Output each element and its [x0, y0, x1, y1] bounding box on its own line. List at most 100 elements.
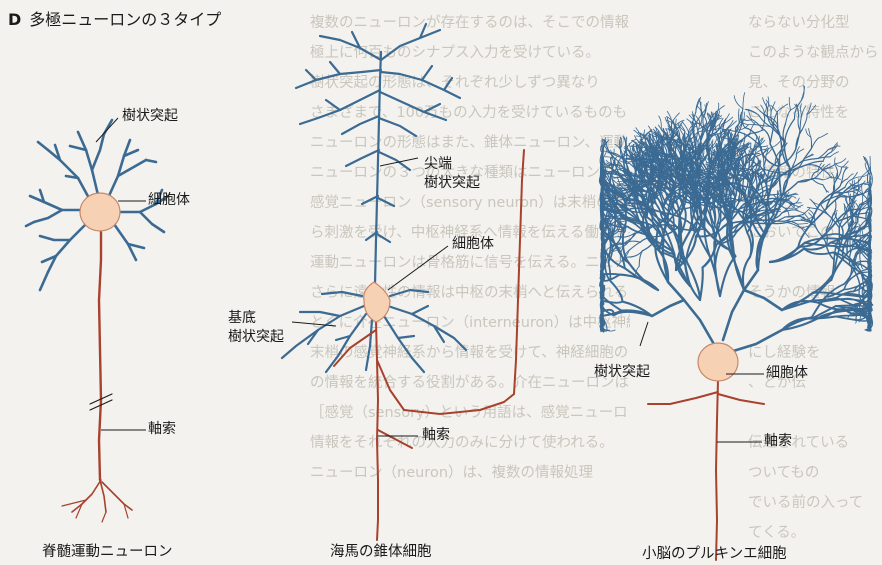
purkinje-dendrite-branch	[709, 151, 715, 163]
purkinje-dendrite-branch	[782, 142, 788, 154]
purkinje-dendrite-branch	[662, 144, 667, 158]
purkinje-dendrite-branch	[751, 184, 767, 206]
purkinje-dendrite-branch	[762, 154, 765, 167]
purkinje-dendrite-branch	[601, 137, 606, 151]
purkinje-dendrite-branch	[867, 213, 871, 220]
purkinje-dendrite-branch	[825, 283, 845, 298]
purkinje-dendrite-branch	[805, 128, 812, 138]
purkinje-dendrite-branch	[755, 215, 765, 221]
purkinje-dendrite-branch	[644, 159, 652, 170]
purkinje-dendrite-branch	[741, 108, 746, 129]
purkinje-dendrite-branch	[719, 185, 726, 193]
purkinje-dendrite-branch	[801, 113, 808, 131]
purkinje-dendrite-branch	[657, 183, 665, 191]
purkinje-dendrite-branch	[825, 217, 833, 231]
purkinje-dendrite-branch	[867, 187, 871, 198]
purkinje-dendrite-branch	[672, 125, 681, 136]
purkinje-dendrite-branch	[851, 266, 861, 286]
purkinje-dendrite-branch	[745, 192, 751, 200]
purkinje-dendrite-branch	[825, 195, 841, 210]
purkinje-dendrite-branch	[688, 123, 697, 133]
purkinje-dendrite-branch	[838, 213, 847, 229]
purkinje-dendrite-branch	[623, 171, 629, 181]
purkinje-dendrite-branch	[849, 207, 855, 223]
purkinje-dendrite-branch	[753, 135, 758, 147]
purkinje-dendrite-branch	[699, 144, 705, 157]
purkinje-dendrite-branch	[853, 228, 861, 234]
purkinje-dendrite-branch	[671, 183, 685, 194]
purkinje-dendrite-branch	[725, 148, 733, 162]
purkinje-dendrite-branch	[857, 178, 860, 190]
purkinje-dendrite-branch	[670, 213, 697, 229]
bleed-through-right-line: にし経験を	[748, 345, 821, 361]
motor-neuron-caption: 脊髄運動ニューロン	[42, 544, 173, 560]
purkinje-dendrite-branch	[648, 210, 670, 225]
purkinje-dendrite-branch	[612, 310, 654, 318]
purkinje-dendrite-branch	[661, 139, 665, 155]
purkinje-dendrite-branch	[613, 179, 622, 187]
bleed-through-middle-line: ニューロンの形態はまた、錐体ニューロン、運動ニ	[310, 135, 630, 151]
purkinje-dendrite-branch	[834, 315, 857, 321]
purkinje-dendrite-branch	[703, 155, 708, 166]
purkinje-dendrite-branch	[729, 169, 739, 181]
purkinje-dendrite-branch	[681, 135, 684, 147]
purkinje-dendrite-branch	[602, 172, 611, 185]
purkinje-dendrite-branch	[658, 170, 677, 175]
purkinje-dendrite-branch	[803, 241, 832, 251]
purkinje-dendrite-branch	[637, 144, 646, 156]
purkinje-dendrite-branch	[604, 203, 619, 207]
purkinje-dendrite-branch	[758, 209, 772, 212]
purkinje-dendrite-branch	[682, 138, 686, 152]
purkinje-dendrite-branch	[653, 137, 663, 154]
purkinje-dendrite-branch	[612, 175, 624, 179]
purkinje-dendrite-branch	[750, 188, 755, 198]
purkinje-dendrite-branch	[651, 135, 655, 146]
purkinje-dendrite-branch	[732, 139, 743, 154]
purkinje-soma	[697, 342, 739, 382]
purkinje-dendrite-branch	[629, 152, 635, 163]
purkinje-dendrite-branch	[719, 204, 722, 223]
purkinje-dendrite-branch	[669, 165, 679, 167]
purkinje-dendrite-branch	[705, 146, 710, 159]
purkinje-dendrite-branch	[708, 212, 714, 230]
purkinje-dendrite-branch	[695, 160, 706, 172]
purkinje-dendrite-branch	[633, 161, 638, 175]
purkinje-dendrite-branch	[830, 258, 835, 281]
purkinje-dendrite-branch	[746, 152, 760, 156]
purkinje-dendrite-branch	[733, 165, 740, 177]
purkinje-dendrite-branch	[717, 143, 732, 155]
purkinje-dendrite-branch	[647, 171, 660, 179]
purkinje-dendrite-branch	[751, 118, 763, 130]
purkinje-dendrite-branch	[601, 178, 610, 190]
purkinje-dendrite-branch	[600, 216, 603, 225]
purkinje-dendrite-branch	[821, 307, 854, 318]
purkinje-dendrite-branch	[818, 132, 829, 139]
purkinje-dendrite-branch	[821, 167, 834, 172]
purkinje-dendrite-branch	[783, 216, 796, 222]
purkinje-dendrite-branch	[835, 304, 861, 307]
purkinje-dendrite-branch	[862, 155, 871, 171]
purkinje-dendrite-branch	[746, 231, 753, 258]
purkinje-dendrite-branch	[703, 114, 714, 133]
purkinje-dendrite-branch	[782, 181, 799, 195]
purkinje-dendrite-branch	[701, 133, 713, 148]
purkinje-dendrite-branch	[861, 226, 865, 239]
purkinje-dendrite-branch	[869, 252, 872, 260]
purkinje-dendrite-branch	[838, 226, 841, 248]
purkinje-dendrite-branch	[703, 220, 711, 258]
purkinje-dendrite-branch	[850, 241, 854, 254]
purkinje-dendrite-branch	[636, 187, 642, 211]
purkinje-dendrite-branch	[643, 173, 650, 191]
purkinje-dendrite-branch	[713, 191, 721, 201]
purkinje-dendrite-branch	[738, 185, 741, 195]
purkinje-dendrite-branch	[779, 148, 797, 166]
purkinje-dendrite-branch	[610, 161, 619, 177]
purkinje-dendrite-branch	[669, 128, 675, 139]
purkinje-dendrite-branch	[832, 212, 838, 222]
purkinje-dendrite-branch	[662, 206, 667, 231]
motor-neuron-axon	[61, 230, 133, 523]
purkinje-dendrite-branch	[822, 184, 830, 193]
purkinje-dendrite-branch	[657, 140, 667, 146]
purkinje-dendrite-branch	[751, 161, 762, 168]
